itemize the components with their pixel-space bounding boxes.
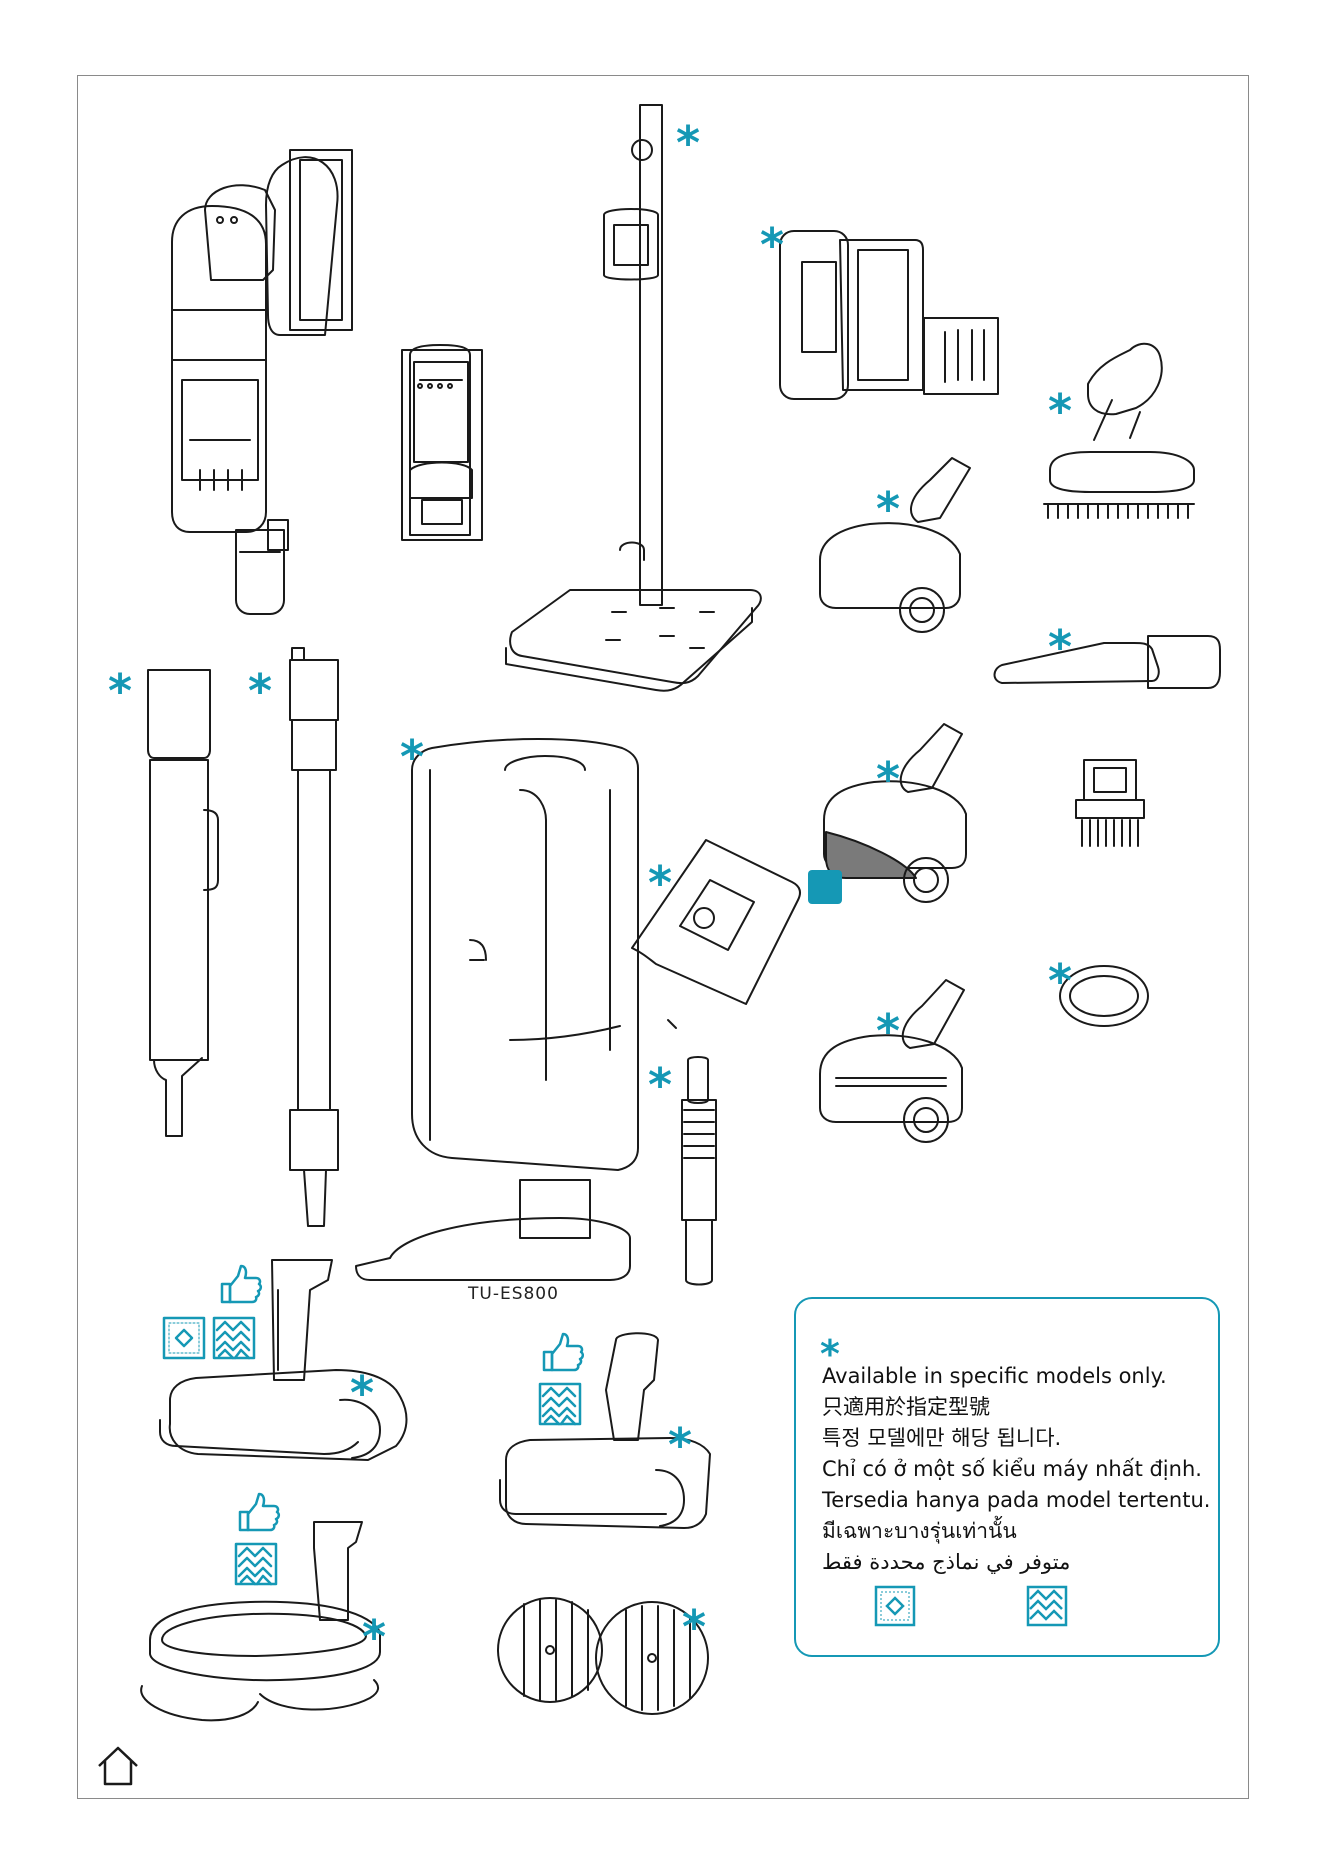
home-icon[interactable]: [95, 1744, 141, 1788]
carpet-icon: [874, 1585, 918, 1629]
optional-marker: *: [350, 1370, 374, 1416]
optional-marker: *: [876, 756, 900, 802]
thumbs-up-icon: [222, 1266, 261, 1302]
stand-pole-drawing: [506, 105, 761, 691]
optional-marker: *: [248, 668, 272, 714]
crevice-tool-drawing: [995, 636, 1221, 688]
hard-floor-icon: [1026, 1585, 1070, 1629]
hard-floor-icon: [540, 1384, 580, 1424]
optional-marker: *: [648, 1062, 672, 1108]
optional-marker: *: [362, 1614, 386, 1660]
hard-floor-icon: [236, 1544, 276, 1584]
main-unit-drawing: [172, 150, 352, 614]
legend-line-zh: 只適用於指定型號: [822, 1392, 1210, 1423]
optional-marker: *: [760, 222, 784, 268]
model-badge-icon: [808, 870, 842, 904]
optional-marker: *: [648, 860, 672, 906]
legend-box: * Available in specific models only. 只適用…: [794, 1297, 1220, 1657]
model-label: TU-ES800: [468, 1284, 559, 1304]
legend-text: Available in specific models only. 只適用於指…: [822, 1361, 1210, 1578]
legend-line-th: มีเฉพาะบางรุ่นเท่านั้น: [822, 1516, 1210, 1547]
hose-tool-drawing: [682, 1057, 716, 1285]
holder-clip-drawing: [780, 231, 998, 399]
floor-nozzle-1-drawing: [160, 1260, 407, 1460]
legend-line-id: Tersedia hanya pada model tertentu.: [822, 1485, 1210, 1516]
optional-marker: *: [668, 1422, 692, 1468]
wall-dock-drawing: [402, 345, 482, 540]
dock-station-drawing: [356, 739, 638, 1280]
optional-marker: *: [876, 1008, 900, 1054]
optional-marker: *: [1048, 958, 1072, 1004]
hard-floor-icon: [214, 1318, 254, 1358]
thumbs-up-icon: [544, 1334, 583, 1370]
carpet-icon: [164, 1318, 204, 1358]
legend-line-vi: Chỉ có ở một số kiểu máy nhất định.: [822, 1454, 1210, 1485]
optional-marker: *: [676, 120, 700, 166]
thumbs-up-icon: [240, 1494, 279, 1530]
optional-marker: *: [400, 734, 424, 780]
optional-marker: *: [108, 668, 132, 714]
optional-marker: *: [1048, 624, 1072, 670]
mini-nozzle-2-drawing: [824, 724, 966, 902]
mop-pads-drawing: [498, 1598, 708, 1714]
filter-cap-drawing: [1060, 966, 1148, 1026]
optional-marker: *: [1048, 388, 1072, 434]
legend-line-ko: 특정 모델에만 해당 됩니다.: [822, 1423, 1210, 1454]
optional-marker: *: [876, 486, 900, 532]
legend-line-ar: متوفر في نماذج محددة فقط: [822, 1547, 1210, 1578]
legend-line-en: Available in specific models only.: [822, 1361, 1210, 1392]
optional-marker: *: [682, 1604, 706, 1650]
extension-tube-drawing: [148, 670, 218, 1136]
small-brush-drawing: [1076, 760, 1144, 846]
flexible-wand-drawing: [290, 648, 338, 1226]
